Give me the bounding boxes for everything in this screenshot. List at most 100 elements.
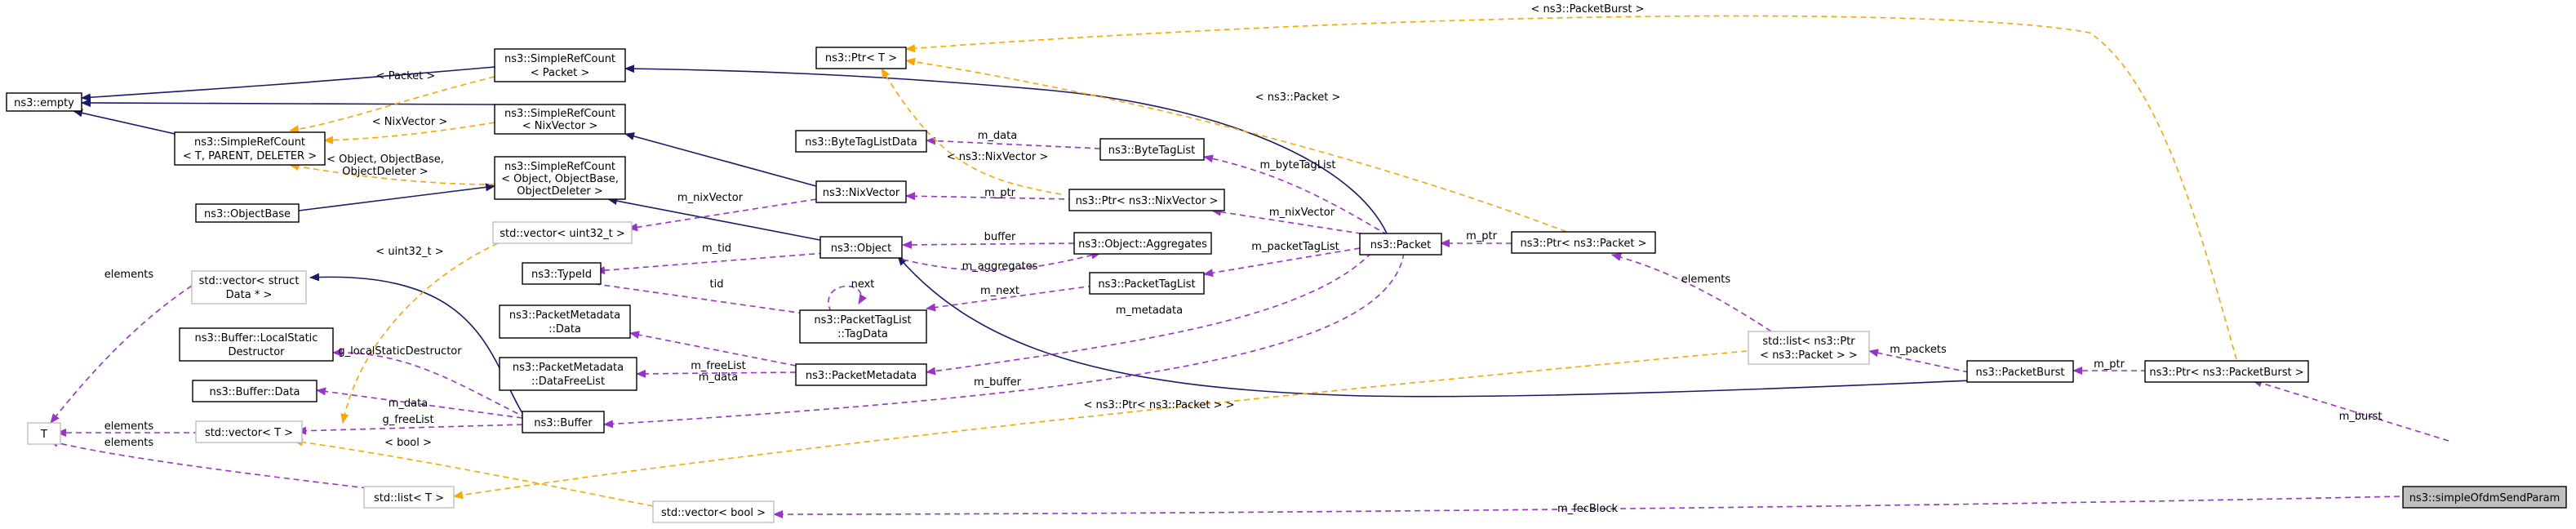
edge-srp-nix-generic: [323, 122, 495, 144]
node-buffer[interactable]: ns3::Buffer: [522, 411, 605, 433]
node-label: ns3::PacketTagList: [1098, 278, 1195, 291]
edge-label: m_freeList: [691, 360, 746, 372]
edge-simpleofdm-ptrburst: [2252, 379, 2449, 442]
node-objectbase[interactable]: ns3::ObjectBase: [195, 203, 300, 223]
edge-packet-srp-packet: [624, 64, 1388, 236]
node-packetburst[interactable]: ns3::PacketBurst: [1966, 360, 2074, 383]
edge-label: next: [851, 278, 875, 291]
node-list-t[interactable]: std::list< T >: [363, 486, 455, 509]
edge-nixvector-vector-uint32: [628, 198, 817, 232]
node-vector-bool[interactable]: std::vector< bool >: [652, 500, 775, 523]
edge-label: m_ptr: [984, 187, 1016, 199]
node-label: ObjectDeleter >: [517, 185, 602, 198]
edge-nixvector-srp-nix: [624, 132, 817, 187]
edge-simpleofdm-vector-bool: [773, 496, 2401, 518]
edge-label: m_fecBlock: [1557, 503, 1619, 515]
node-simplerefcount-generic[interactable]: ns3::SimpleRefCount < T, PARENT, DELETER…: [174, 131, 326, 166]
edge-label: buffer: [984, 231, 1016, 243]
node-label: Destructor: [228, 346, 285, 358]
node-packetmetadata[interactable]: ns3::PacketMetadata: [795, 363, 927, 386]
edge-label: < ns3::Packet >: [1255, 91, 1341, 104]
node-packettaglist[interactable]: ns3::PacketTagList: [1089, 272, 1205, 295]
edge-label: < ns3::NixVector >: [947, 151, 1049, 163]
edge-list-t-t: [48, 438, 368, 489]
edge-label: m_data: [978, 130, 1017, 142]
edge-buffer-lsd: [332, 348, 527, 419]
node-object[interactable]: ns3::Object: [819, 236, 903, 259]
node-ptr-t[interactable]: ns3::Ptr< T >: [815, 47, 907, 69]
node-buffer-localstaticdestructor[interactable]: ns3::Buffer::LocalStatic Destructor: [179, 327, 334, 362]
edge-ptrnix-nixvector: [905, 192, 1075, 201]
node-simpleofdmsendparam[interactable]: ns3::simpleOfdmSendParam: [2402, 486, 2567, 509]
node-typeid[interactable]: ns3::TypeId: [522, 262, 602, 285]
edge-label: m_ptr: [1466, 230, 1498, 242]
node-packettaglist-tagdata[interactable]: ns3::PacketTagList ::TagData: [799, 309, 927, 344]
edge-srp-nix-empty: [81, 99, 495, 108]
edge-label: elements: [104, 269, 154, 281]
node-simplerefcount-nixvector[interactable]: ns3::SimpleRefCount < NixVector >: [494, 104, 626, 135]
edge-packet-bytetaglist: [1203, 154, 1388, 236]
node-object-aggregates[interactable]: ns3::Object::Aggregates: [1073, 232, 1212, 255]
edge-objectbase-srp-object: [298, 183, 495, 211]
edge-object-aggregates: [902, 251, 1101, 271]
edge-label: < bool >: [384, 437, 432, 449]
node-vector-struct-data[interactable]: std::vector< struct Data * >: [191, 270, 307, 305]
node-ptr-packetburst[interactable]: ns3::Ptr< ns3::PacketBurst >: [2144, 360, 2309, 383]
node-label: ns3::simpleOfdmSendParam: [2409, 492, 2560, 505]
node-buffer-data[interactable]: ns3::Buffer::Data: [192, 380, 318, 402]
node-simplerefcount-object[interactable]: ns3::SimpleRefCount < Object, ObjectBase…: [494, 156, 626, 200]
node-packet[interactable]: ns3::Packet: [1359, 233, 1442, 256]
node-label: ns3::PacketTagList: [814, 314, 911, 327]
node-t[interactable]: T: [27, 422, 61, 445]
edge-label: m_ptr: [2094, 358, 2125, 371]
node-label: Data * >: [226, 289, 273, 301]
node-packetmetadata-data[interactable]: ns3::PacketMetadata ::Data: [499, 305, 631, 339]
edge-packettaglist-tagdata: [926, 285, 1095, 312]
node-nixvector[interactable]: ns3::NixVector: [815, 180, 907, 203]
node-label: ns3::Packet: [1370, 239, 1432, 251]
node-simplerefcount-packet[interactable]: ns3::SimpleRefCount < Packet >: [494, 48, 626, 82]
node-list-ptr-packet[interactable]: std::list< ns3::Ptr < ns3::Packet > >: [1748, 331, 1870, 365]
node-label: std::list< T >: [374, 492, 444, 505]
node-label: std::vector< T >: [205, 427, 293, 439]
node-label: < Object, ObjectBase,: [501, 173, 619, 185]
node-label: ns3::Object: [831, 242, 891, 255]
node-label: ns3::SimpleRefCount: [504, 161, 615, 173]
edge-label: m_nixVector: [1269, 207, 1335, 219]
edge-ptrpacket-ptrt: [905, 57, 1576, 236]
edge-srp-packet-generic: [289, 76, 495, 134]
node-vector-uint32[interactable]: std::vector< uint32_t >: [492, 221, 633, 244]
edge-srp-packet-empty: [81, 66, 495, 102]
node-label: ns3::Buffer::LocalStatic: [195, 332, 318, 345]
edge-tagdata-typeid: [561, 276, 805, 314]
node-label: ns3::PacketMetadata: [806, 370, 917, 382]
edge-label: < ns3::Ptr< ns3::Packet > >: [1084, 399, 1235, 411]
edge-label: m_tid: [702, 242, 731, 255]
edge-tagdata-self: [828, 285, 867, 313]
node-label: ::Data: [549, 323, 581, 336]
node-packetmetadata-datafreelist[interactable]: ns3::PacketMetadata ::DataFreeList: [499, 357, 637, 391]
node-label: ::DataFreeList: [531, 376, 605, 388]
node-bytetaglistdata[interactable]: ns3::ByteTagListData: [795, 130, 927, 153]
edge-buffer-vector-t: [296, 424, 523, 435]
edge-list-ptrpacket: [1611, 253, 1772, 332]
edge-label: m_byteTagList: [1260, 159, 1336, 171]
node-empty[interactable]: ns3::empty: [6, 92, 82, 112]
node-ptr-packet[interactable]: ns3::Ptr< ns3::Packet >: [1511, 231, 1656, 254]
edge-packetburst-list: [1868, 349, 1970, 373]
edge-ptrnix-ptrt: [881, 68, 1062, 195]
node-bytetaglist[interactable]: ns3::ByteTagList: [1099, 138, 1205, 161]
node-label: ns3::Object::Aggregates: [1078, 238, 1207, 251]
edge-label: < ns3::PacketBurst >: [1531, 3, 1645, 16]
edge-buffer-bufferdata: [316, 387, 523, 419]
node-label: ns3::Ptr< ns3::Packet >: [1521, 238, 1647, 250]
edge-object-srp-object: [607, 197, 829, 242]
edge-label: < NixVector >: [372, 116, 448, 128]
nodes: ns3::empty ns3::SimpleRefCount < Packet …: [6, 47, 2567, 523]
node-ptr-nixvector[interactable]: ns3::Ptr< ns3::NixVector >: [1068, 189, 1225, 211]
edge-label: m_metadata: [1116, 305, 1183, 317]
edge-label: < Packet >: [376, 70, 436, 82]
edge-packetmetadata-datafree: [636, 369, 797, 378]
node-vector-t[interactable]: std::vector< T >: [195, 420, 303, 443]
